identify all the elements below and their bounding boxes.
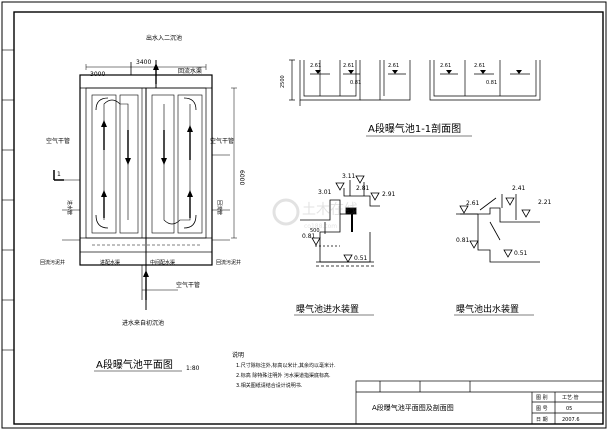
label-inlet-channel: 进配水渠 [100,259,120,266]
dim-side: 3000 [90,71,105,78]
title-block-sheet-value: 05 [566,406,572,412]
outlet-level-low: 0.81 [456,237,470,244]
title-block [355,380,604,425]
binding-strip [2,49,14,351]
notes-line-3: 3.相关图纸请结合设计说明书. [236,382,303,389]
drawing-frame [13,11,604,425]
label-air-pipe-left: 空气干管 [46,137,70,145]
title-block-discipline-label: 图 别 [536,394,548,401]
section-level-6: 2.61 [474,63,485,69]
title-block-date-label: 日 期 [536,417,548,423]
inlet-level-low: 0.81 [302,233,316,240]
section-level-4: 0.81 [350,80,361,86]
section-level-2: 2.61 [343,63,354,69]
inlet-device [300,175,380,267]
inlet-level-left: 3.01 [318,189,332,196]
title-block-date-value: 2007.6 [562,417,580,423]
section-level-1: 2.61 [310,63,321,69]
label-inlet-source: 进水来自初沉池 [122,319,164,327]
label-outlet-secondary: 出水入二沉池 [146,34,182,42]
section-view [289,59,541,106]
dim-height: 6000 [238,170,245,185]
outlet-device [456,194,540,263]
section-level-7: 0.81 [486,80,497,86]
label-inlet-left: 进水管 [66,200,73,215]
section-dim: 2500 [280,75,286,88]
label-return-well: 回流污泥井 [40,259,65,266]
bottom-channel [79,237,213,253]
label-inlet-right: 回流管 [216,200,223,215]
label-air-main: 空气干管 [176,281,200,289]
watermark: 土木在线 co188.com [272,198,358,230]
notes-line-1: 1.尺寸除标注外,标高以米计,其余均以毫米计. [236,362,336,369]
label-air-pipe-right: 空气干管 [210,137,234,145]
outlet-level-left: 2.61 [466,200,480,207]
inlet-level-top1: 3.11 [342,173,356,180]
title-block-discipline-value: 工艺·管 [562,394,579,401]
label-middle-channel: 中间配水渠 [150,259,175,266]
title-block-drawing-name: A段曝气池平面图及剖面图 [372,403,454,412]
inlet-dim: 500 [310,228,320,234]
inlet-title: 曝气池进水装置 [296,303,359,315]
plan-view [53,60,237,310]
inlet-level-top3: 2.91 [382,191,396,198]
section-title: A段曝气池1-1剖面图 [368,122,461,135]
outlet-title: 曝气池出水装置 [456,303,519,315]
watermark-text: 土木在线 [302,202,358,218]
plan-scale: 1:80 [186,365,200,372]
inlet-level-top2: 2.81 [356,185,370,192]
label-return-sludge-top: 回流水渠 [178,67,202,75]
label-return-well-right: 回流污泥井 [216,259,241,266]
section-level-5: 2.61 [440,63,451,69]
outlet-level-top1: 2.41 [512,185,526,192]
outlet-level-bottom: 0.51 [514,250,528,257]
label-section-mark: 1 [57,171,61,178]
plan-title: A段曝气池平面图 [96,358,173,371]
dim-width: 3400 [136,59,151,66]
outlet-level-right: 2.21 [538,199,552,206]
notes-line-2: 2.标高 除特殊注明外 污水渠道指渠底标高. [236,372,331,379]
flow-arrows [101,63,193,300]
title-block-sheet-label: 图 号 [536,406,548,412]
inlet-level-bottom: 0.51 [354,255,368,262]
section-level-3: 2.61 [388,63,399,69]
notes-heading: 说明 [232,351,244,359]
watermark-sub: co188.com [304,223,337,230]
